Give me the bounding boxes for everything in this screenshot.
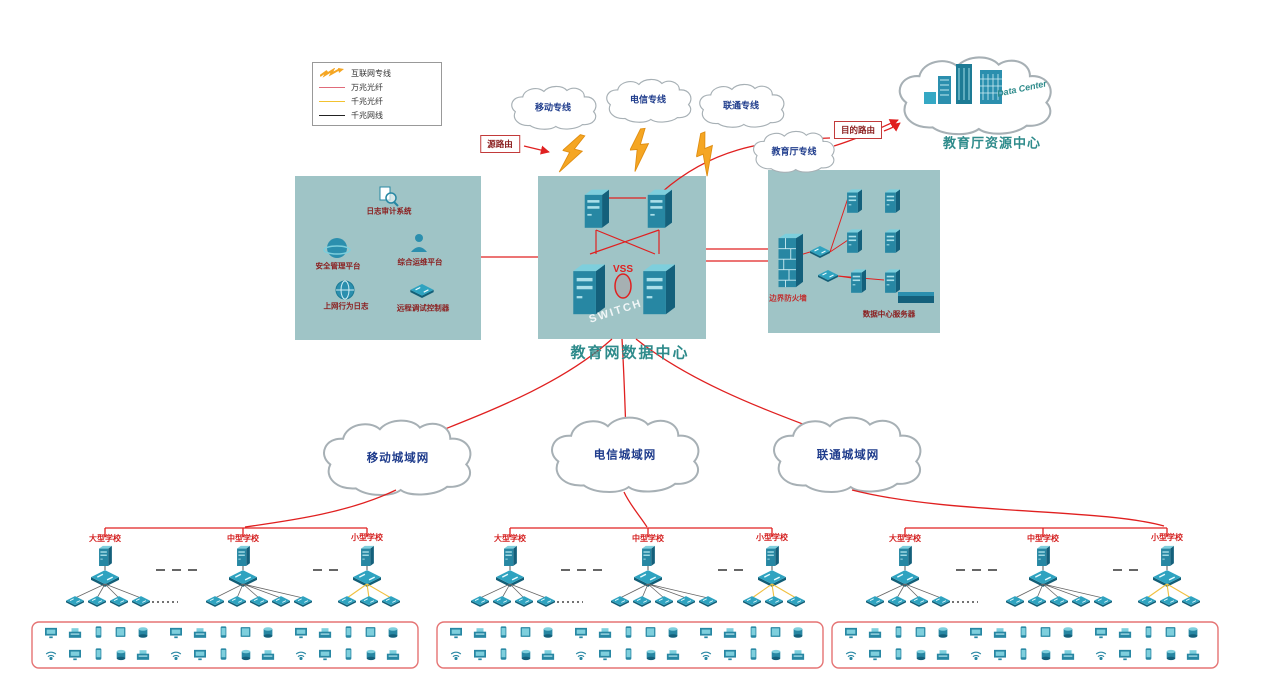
server-icon [847, 189, 862, 213]
remote-debug-label: 远程调试控制器 [396, 303, 450, 313]
behavior-log-label: 上网行为日志 [323, 301, 369, 311]
legend-label: 万兆光纤 [351, 82, 383, 92]
lightning-bolt-icon [627, 127, 652, 173]
legend-item: 千兆网线 [319, 109, 435, 121]
ops-platform-label: 综合运维平台 [397, 257, 443, 267]
cloud-label-edu-line: 教育厅专线 [771, 146, 817, 157]
school-label-small: 小型学校 [351, 533, 383, 542]
school-group-graphics [437, 528, 823, 668]
school-label-large: 大型学校 [889, 534, 921, 543]
resource-center-label: 教育厅资源中心 [942, 135, 1042, 151]
security-platform-icon [323, 238, 351, 258]
school-group-graphics [832, 528, 1218, 668]
school-label-small: 小型学校 [1151, 533, 1183, 542]
ethernet-line-icon [319, 114, 345, 116]
core-switch-stack [573, 189, 675, 315]
legend-item: 万兆光纤 [319, 81, 435, 93]
management-panel [295, 176, 481, 340]
ops-platform-icon [411, 234, 427, 252]
firewall-icon [778, 233, 803, 288]
server-icon [885, 229, 900, 253]
cloud-label-telecom-line: 电信专线 [629, 94, 667, 105]
school-label-medium: 中型学校 [632, 534, 664, 543]
school-label-medium: 中型学校 [1027, 534, 1059, 543]
route-arrows [244, 119, 1165, 528]
fiber-10g-line-icon [319, 86, 345, 88]
school-group-graphics [32, 528, 418, 668]
school-label-large: 大型学校 [494, 534, 526, 543]
security-platform-label: 安全管理平台 [315, 261, 361, 271]
firewall-server-icons [778, 189, 934, 303]
server-icon [885, 269, 900, 293]
firewall-label: 边界防火墙 [769, 293, 807, 303]
server-icon [885, 189, 900, 213]
school-label-small: 小型学校 [756, 533, 788, 542]
school-label-medium: 中型学校 [227, 534, 259, 543]
fiber-1g-line-icon [319, 100, 345, 102]
server-icon [847, 229, 862, 253]
data-center-panel [538, 176, 706, 339]
lightning-bolt-icon [556, 130, 588, 178]
legend-label: 千兆网线 [351, 110, 383, 120]
log-audit-label: 日志审计系统 [366, 206, 412, 216]
cloud-label-unicom-line: 联通专线 [722, 100, 760, 111]
man-label-telecom: 电信城域网 [593, 449, 657, 462]
lightning-bolt-icon [688, 130, 723, 178]
server-icon [851, 269, 866, 293]
destination-route-box: 目的路由 [833, 121, 883, 139]
legend-item: 互联网专线 [319, 67, 435, 79]
legend-label: 互联网专线 [351, 68, 391, 78]
source-route-box: 源路由 [480, 135, 520, 153]
data-center-buildings-icon [924, 64, 1002, 104]
data-center-title: 教育网数据中心 [570, 344, 690, 362]
behavior-log-icon [335, 280, 355, 300]
switch-icon [647, 189, 672, 228]
cloud-resource-center [898, 56, 1052, 136]
core-server-icon [643, 264, 675, 315]
core-server-icon [573, 264, 605, 315]
cloud-label-mobile-line: 移动专线 [534, 102, 572, 113]
dc-servers-label: 数据中心服务器 [862, 309, 916, 319]
legend: 互联网专线 万兆光纤 千兆光纤 千兆网线 [312, 62, 442, 126]
vss-ring [614, 273, 632, 299]
lightning-icon [319, 68, 345, 78]
man-label-unicom: 联通城域网 [816, 449, 880, 462]
man-label-mobile: 移动城域网 [366, 452, 430, 465]
legend-label: 千兆光纤 [351, 96, 383, 106]
storage-unit-top [898, 292, 934, 296]
log-audit-icon [379, 186, 399, 207]
management-icons [323, 186, 434, 300]
school-label-large: 大型学校 [89, 534, 121, 543]
switch-icon [584, 189, 609, 228]
vss-label: VSS [612, 264, 634, 275]
storage-unit-icon [898, 292, 934, 303]
legend-item: 千兆光纤 [319, 95, 435, 107]
